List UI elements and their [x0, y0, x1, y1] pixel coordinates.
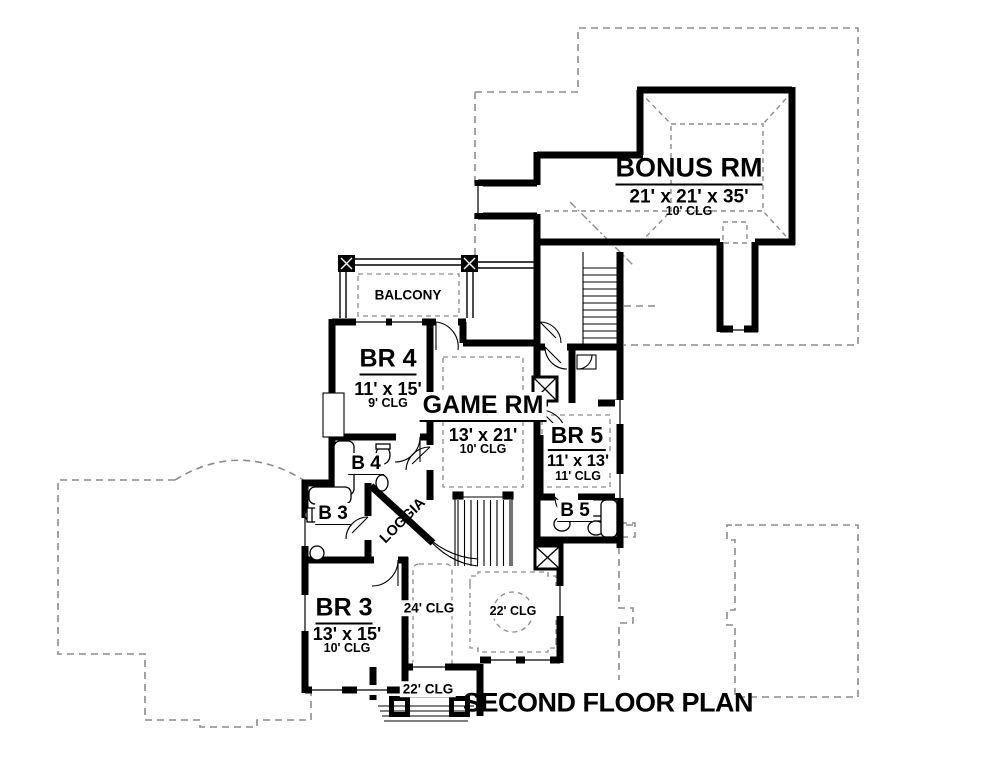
room-dims-br3: 13' x 15' [312, 624, 382, 644]
label-22-clg-patio: 22' CLG [486, 603, 540, 619]
room-dims-br4: 11' x 15' [354, 379, 422, 399]
room-ceiling-br3: 10' CLG [323, 640, 371, 655]
room-dims-bonus-rm: 21' x 21' x 35' [629, 186, 749, 208]
room-label-balcony: BALCONY [374, 287, 442, 303]
windows [300, 186, 744, 695]
room-label-b3: B 3 [315, 503, 351, 525]
b4-sink-icon [375, 474, 389, 492]
roofline-outlines [57, 27, 859, 728]
room-label-bonus-rm: BONUS RM [615, 154, 763, 186]
room-label-b5: B 5 [557, 500, 593, 522]
room-dims-br5: 11' x 13' [544, 451, 612, 471]
room-label-br4: BR 4 [359, 346, 417, 376]
page-title: SECOND FLOOR PLAN [462, 687, 754, 718]
room-label-game-rm: GAME RM [419, 392, 547, 422]
entry-porch [378, 696, 474, 722]
room-ceiling-bonus-rm: 10' CLG [665, 203, 713, 218]
ceiling-break-dashes [357, 273, 611, 669]
balcony-posts [338, 255, 478, 272]
room-label-br5: BR 5 [547, 423, 607, 451]
br5-closet [576, 354, 597, 370]
b3-sink-icon [309, 545, 325, 561]
stairs-upper [582, 252, 620, 346]
br4-closet [322, 392, 345, 438]
stairs-main [417, 491, 514, 567]
room-dims-game-rm: 13' x 21' [445, 425, 521, 445]
room-ceiling-game-rm: 10' CLG [456, 441, 510, 457]
label-24-clg: 24' CLG [400, 600, 458, 616]
b3-tub-icon [308, 486, 352, 505]
room-label-br3: BR 3 [315, 595, 373, 625]
room-ceiling-br5: 11' CLG [551, 468, 605, 484]
label-22-clg-porch: 22' CLG [399, 681, 457, 697]
room-ceiling-br4: 9' CLG [368, 395, 408, 410]
b5-tub-icon [600, 499, 618, 538]
bonus-hip-roof-dashes [545, 91, 793, 266]
room-label-b4: B 4 [348, 453, 384, 475]
balcony-railing [339, 258, 537, 318]
